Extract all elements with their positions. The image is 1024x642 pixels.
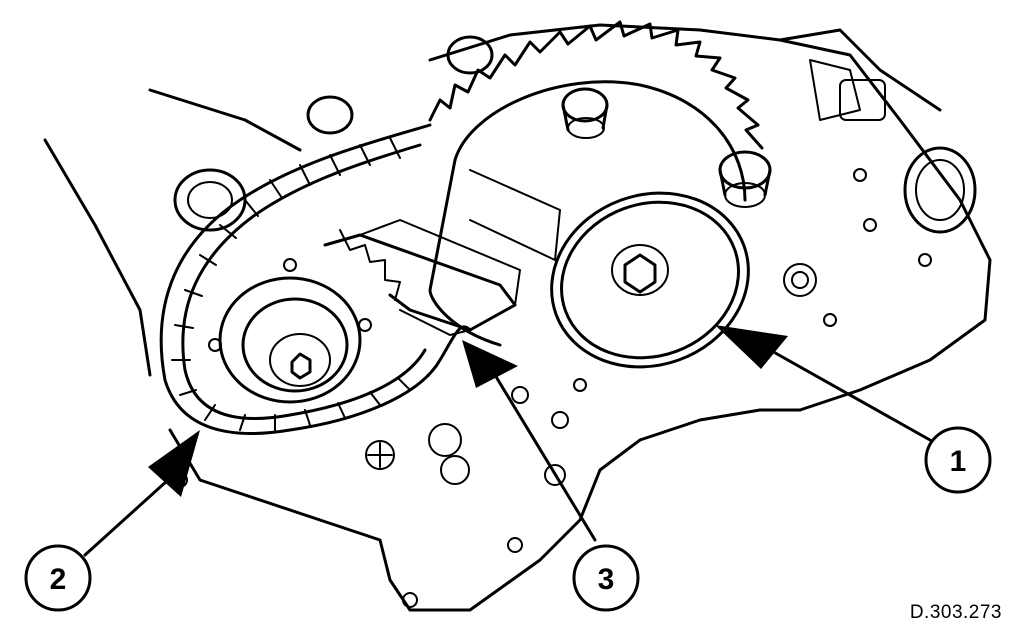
tensioner-assembly: [428, 80, 772, 369]
arrow-3: [462, 340, 597, 542]
engine-block: [43, 23, 992, 612]
callout-3-label: 3: [598, 563, 615, 596]
camshaft-sprocket: [428, 20, 764, 150]
callout-3: 3: [572, 544, 640, 612]
chain-guide: [323, 219, 521, 336]
arrow-1: [715, 325, 932, 442]
callout-1: 1: [924, 426, 992, 494]
callout-1-label: 1: [950, 445, 967, 478]
reference-code: D.303.273: [909, 602, 1002, 623]
crankshaft-sprocket: [208, 229, 401, 404]
arrow-2: [83, 430, 200, 557]
callout-2: 2: [24, 544, 92, 612]
callout-2-label: 2: [50, 563, 67, 596]
timing-chain: [159, 123, 472, 435]
